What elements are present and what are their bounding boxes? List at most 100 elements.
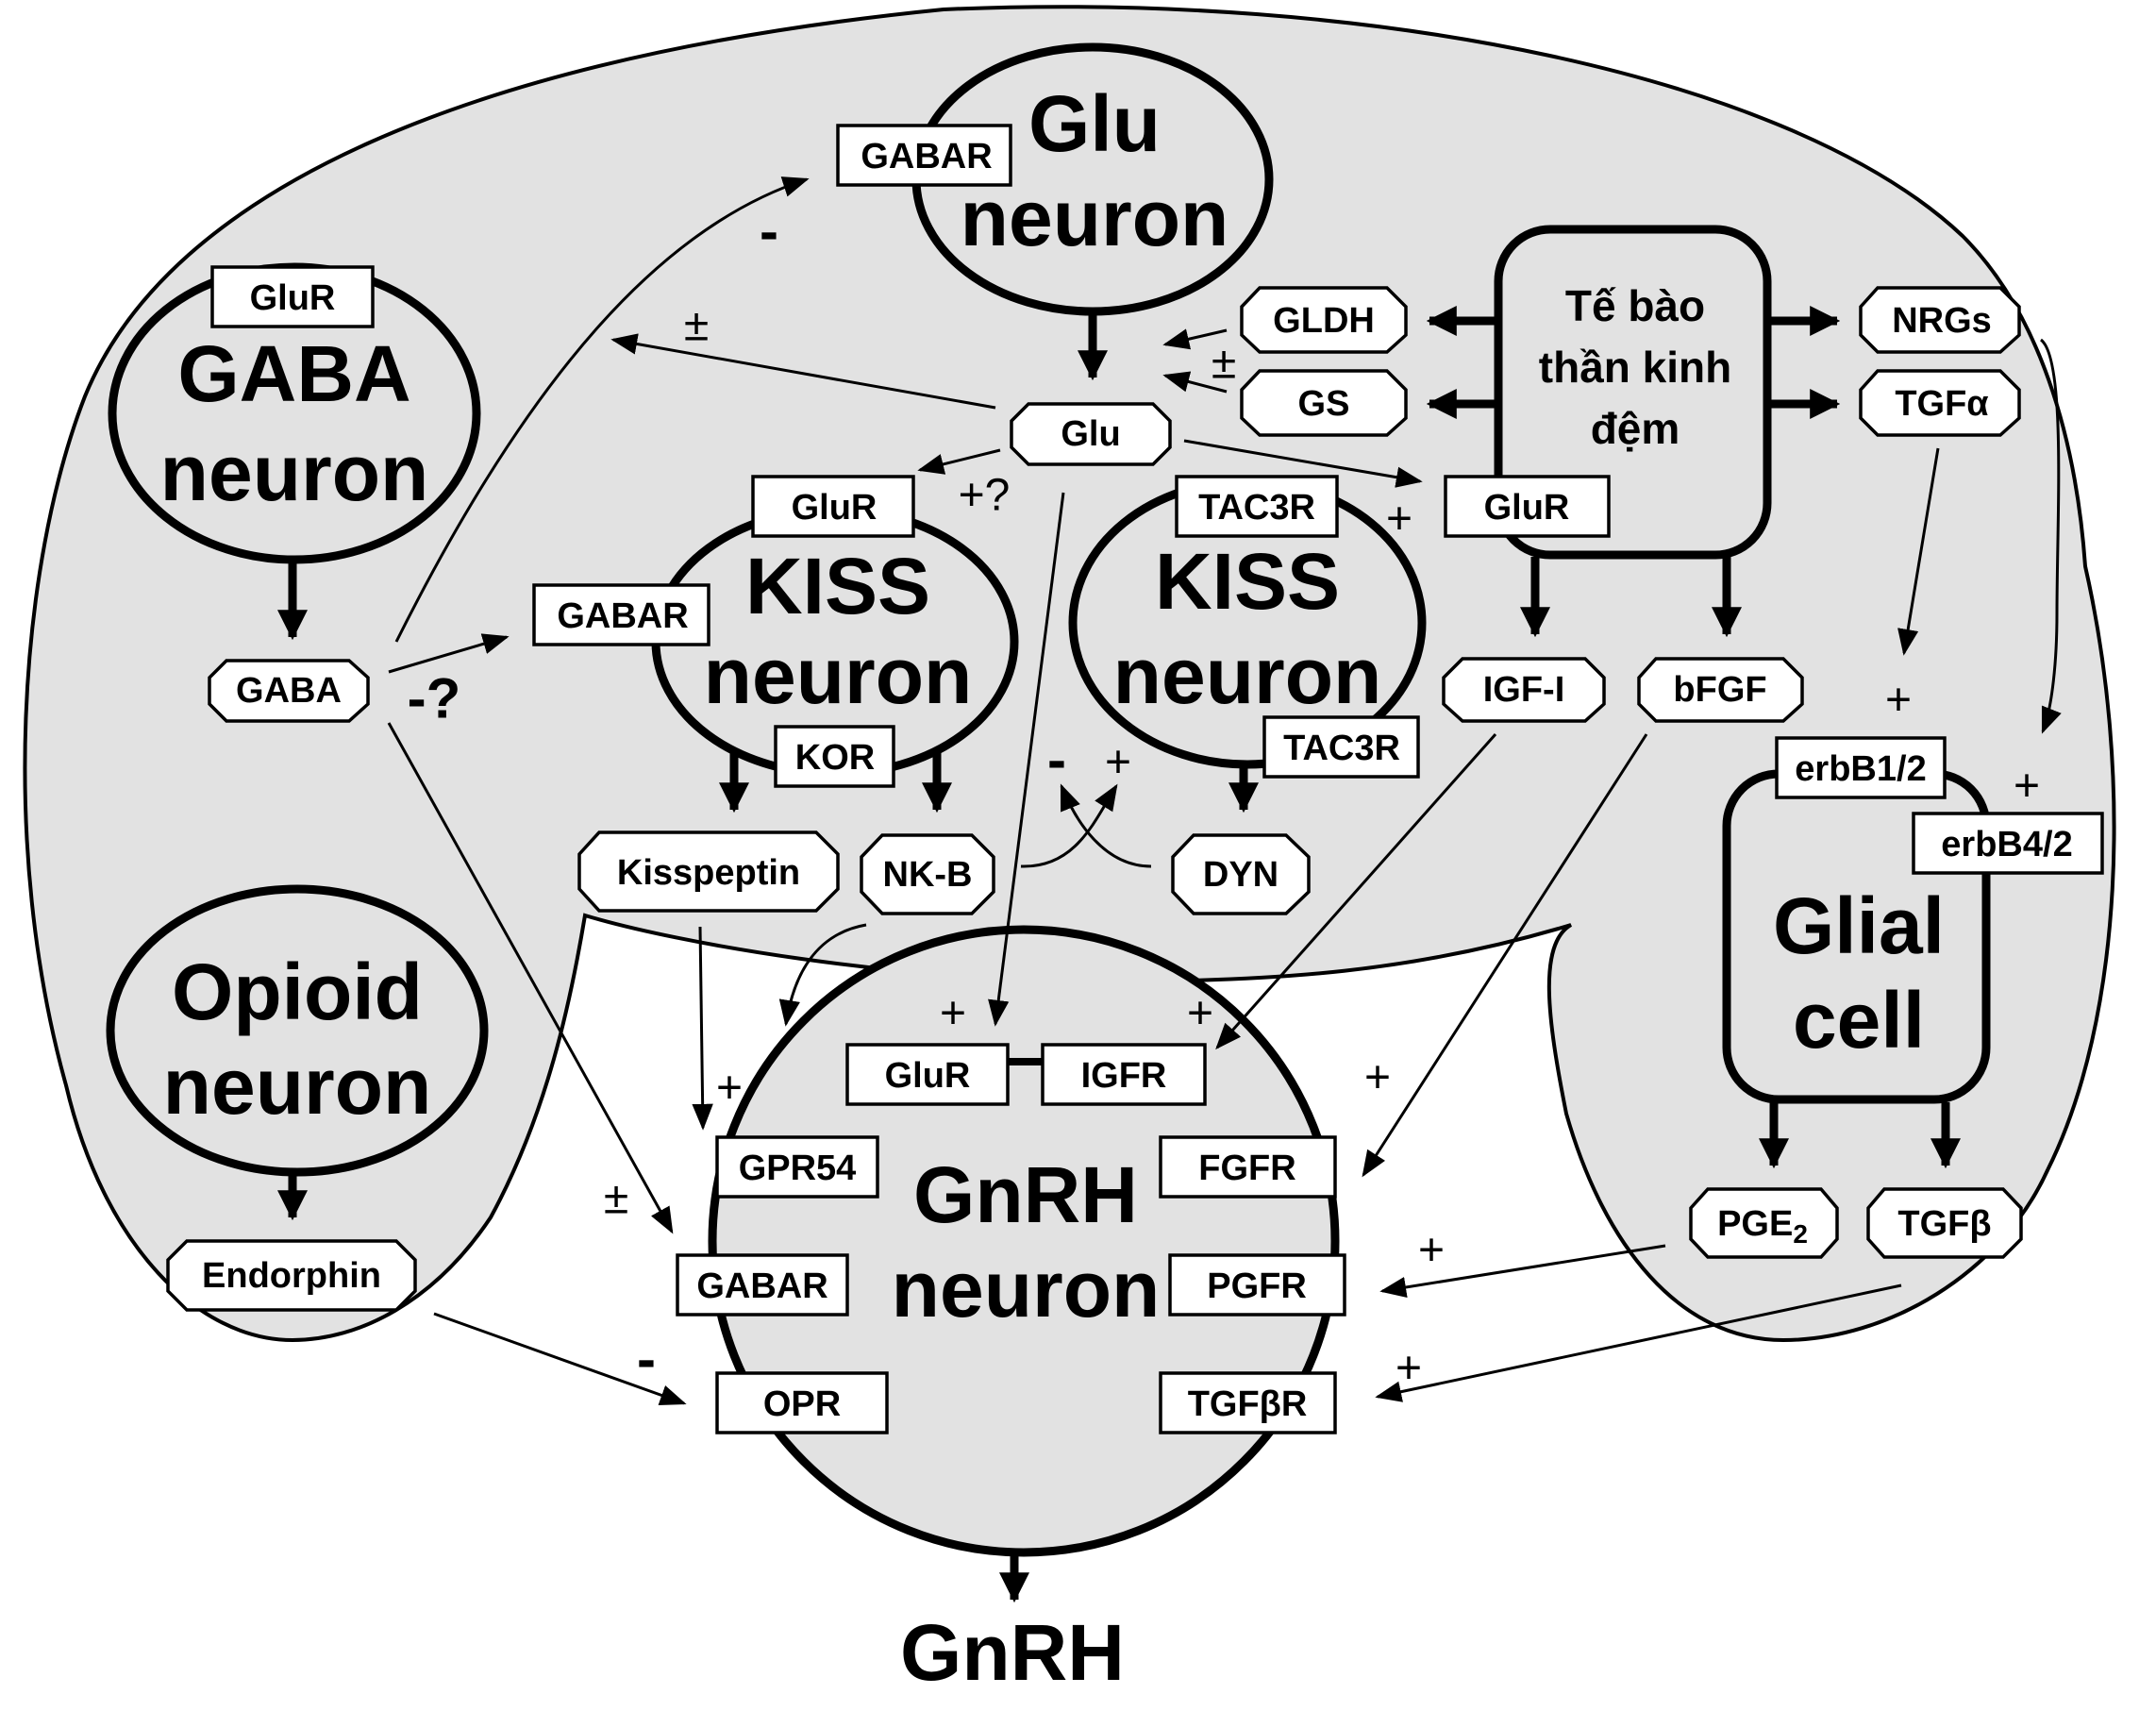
gnrh-glur-receptor: GluR	[885, 1056, 971, 1096]
nkb-signal: NK-B	[860, 833, 995, 915]
glu-to-kiss-arrow	[917, 448, 1001, 475]
effect-glu-to-gaba: ±	[684, 301, 709, 351]
gnrh-gpr54-receptor: GPR54	[739, 1149, 857, 1188]
dyn-signal: DYN	[1171, 833, 1311, 915]
igf-to-igfr-arrow	[1215, 733, 1497, 1050]
gldh-to-glu-arrow	[1162, 328, 1228, 350]
gnrh-output-label: GnRH	[900, 1608, 1125, 1697]
erbb42-receptor-box	[1912, 812, 2104, 875]
gnrh-fgfr-receptor-box	[1159, 1135, 1337, 1199]
pge2-signal: PGE2	[1689, 1187, 1839, 1259]
endorphin-to-opr-arrow	[433, 1312, 687, 1406]
gnrh-tgfbr-receptor: TGFβR	[1188, 1384, 1308, 1424]
gnrh-gpr54-receptor-box	[715, 1135, 879, 1199]
glu-to-gaba-neuron-arrow	[610, 333, 996, 410]
glu-gabar-receptor: GABAR	[861, 137, 992, 176]
gs-signal: GS	[1240, 369, 1408, 437]
gaba-neuron-label-2: neuron	[160, 428, 429, 517]
kiss1-gabar-receptor-box	[532, 583, 710, 646]
gnrh-glur-receptor-box	[845, 1043, 1010, 1106]
gaba-to-kiss-arrow	[388, 633, 510, 674]
opioid-neuron-label-1: Opioid	[172, 948, 423, 1036]
gaba-to-glu-neuron-arrow	[394, 176, 810, 643]
effect-bfgf-to-gnrh: +	[1364, 1053, 1391, 1103]
gnrh-neuron-cell	[708, 925, 1340, 1557]
gaba-glur-receptor: GluR	[250, 278, 336, 318]
glial-cell-label-1: Glial	[1773, 881, 1945, 970]
tgfa-to-erbb-arrow	[1897, 447, 1940, 656]
igf1-signal: IGF-I	[1442, 657, 1606, 723]
kiss-neuron-2-label-2: neuron	[1113, 631, 1382, 720]
nrgs-signal: NRGs	[1859, 286, 2021, 354]
effect-nkb: +	[1105, 738, 1131, 788]
effect-tgfa-to-erbb: +	[1885, 676, 1912, 726]
gnrh-igfr-receptor: IGFR	[1081, 1056, 1167, 1096]
pge2-to-pgfr-arrow	[1379, 1244, 1666, 1299]
effect-gaba-to-gnrh: ±	[604, 1174, 628, 1224]
gnrh-fgfr-receptor: FGFR	[1198, 1149, 1295, 1188]
effect-dyn: -	[1047, 729, 1066, 792]
svg-text:NK-B: NK-B	[883, 855, 973, 895]
opioid-neuron-cell	[106, 884, 489, 1177]
effect-tgfb-to-gnrh: +	[1396, 1344, 1422, 1394]
gnrh-neuron-label-1: GnRH	[913, 1150, 1138, 1239]
kiss-neuron-1-label-1: KISS	[745, 542, 930, 630]
gaba-signal: GABA	[208, 659, 370, 723]
kisspeptin-signal: Kisspeptin	[577, 830, 840, 913]
glu-neuron-label-1: Glu	[1028, 79, 1161, 168]
glia-glur-receptor: GluR	[1484, 488, 1570, 528]
kiss2-tac3r-top-receptor: TAC3R	[1198, 488, 1315, 528]
svg-text:GABA: GABA	[236, 671, 342, 711]
glia-glur-receptor-box	[1444, 475, 1611, 538]
glu-to-glia-arrow	[1183, 439, 1423, 488]
gldh-signal: GLDH	[1240, 286, 1408, 354]
gs-to-glu-arrow	[1162, 371, 1228, 394]
glu-neuron-label-2: neuron	[961, 174, 1229, 262]
svg-text:GS: GS	[1298, 384, 1350, 424]
gnrh-tgfbr-receptor-box	[1159, 1371, 1337, 1434]
effect-endorphin-to-gnrh: -	[637, 1328, 656, 1391]
kiss2-tac3r-top-box	[1175, 475, 1339, 538]
glia-box-label-1: Tế bào	[1565, 281, 1705, 330]
svg-text:TGFα: TGFα	[1895, 384, 1988, 424]
kiss1-glur-receptor-box	[751, 475, 915, 538]
gaba-neuron-label-1: GABA	[177, 329, 410, 418]
svg-text:PGE2: PGE2	[1717, 1204, 1808, 1249]
tgfa-signal: TGFα	[1859, 369, 2021, 437]
gaba-glur-receptor-box	[210, 265, 375, 328]
kiss1-gabar-receptor: GABAR	[557, 596, 688, 636]
erbb12-receptor: erbB1/2	[1795, 749, 1926, 789]
effect-kiss-to-gnrh: +	[716, 1064, 743, 1114]
gnrh-opr-receptor: OPR	[763, 1384, 841, 1424]
erbb12-receptor-box	[1775, 736, 1947, 799]
bfgf-signal: bFGF	[1637, 657, 1804, 723]
effect-glu-to-glia: +	[1386, 495, 1412, 545]
glia-box-label-2: thần kinh	[1539, 343, 1731, 392]
nkb-to-gnrh-arrow	[778, 923, 867, 1027]
kiss1-glur-receptor: GluR	[792, 488, 877, 528]
gnrh-pgfr-receptor-box	[1168, 1253, 1346, 1317]
dyn-effect-arrow	[1060, 783, 1152, 868]
glu-to-gnrh-arrow	[988, 492, 1065, 1027]
opioid-neuron-label-2: neuron	[163, 1042, 432, 1131]
effect-pge2-to-gnrh: +	[1418, 1226, 1445, 1276]
tgfb-signal: TGFβ	[1866, 1187, 2023, 1259]
svg-text:Glu: Glu	[1061, 414, 1120, 454]
effect-glu-to-gnrh: +	[940, 989, 966, 1039]
gnrh-pgfr-receptor: PGFR	[1207, 1266, 1307, 1306]
glial-cell-label-2: cell	[1793, 976, 1925, 1065]
svg-text:IGF-I: IGF-I	[1483, 670, 1565, 710]
svg-text:TGFβ: TGFβ	[1897, 1204, 1991, 1244]
svg-text:DYN: DYN	[1203, 855, 1279, 895]
glia-box-label-3: đệm	[1591, 404, 1680, 453]
gnrh-gabar-receptor: GABAR	[696, 1266, 827, 1306]
kiss2-tac3r-bottom-box	[1262, 715, 1420, 779]
effect-glu-to-kiss: +?	[959, 471, 1011, 521]
svg-text:GLDH: GLDH	[1273, 301, 1375, 341]
nkb-effect-arrow	[1020, 783, 1118, 868]
svg-text:Kisspeptin: Kisspeptin	[617, 853, 800, 893]
glu-gabar-receptor-box	[836, 124, 1012, 187]
nrgs-to-erbb-arrow	[2039, 338, 2062, 734]
svg-text:bFGF: bFGF	[1673, 670, 1766, 710]
erbb42-receptor: erbB4/2	[1941, 825, 2072, 864]
